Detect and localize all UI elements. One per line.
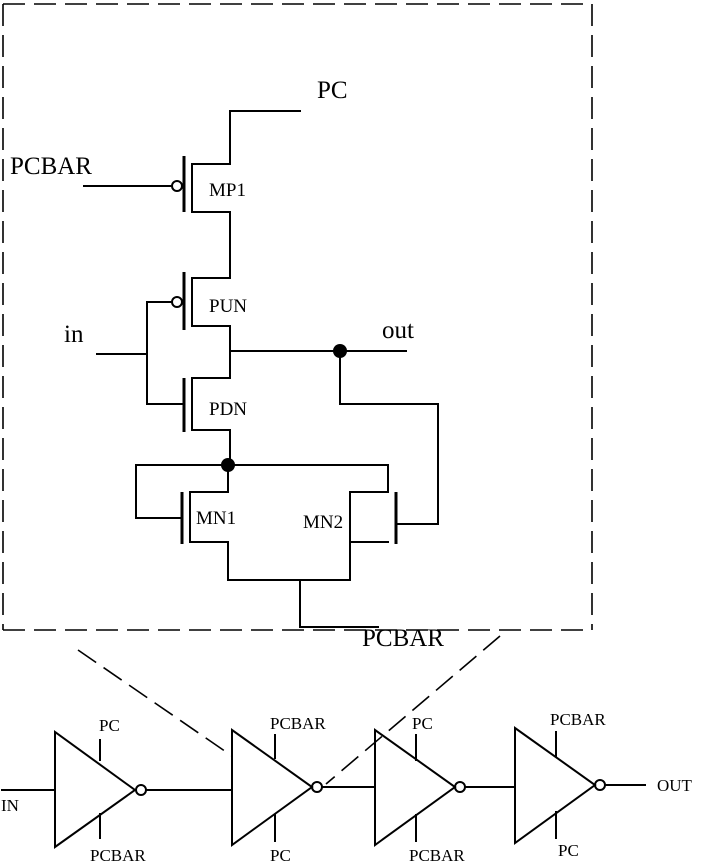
transistor-mn2: [349, 491, 398, 581]
label-mn1: MN1: [196, 508, 236, 529]
label-stage4-bottom: PC: [558, 841, 579, 860]
inverter-stage-4: [514, 726, 606, 845]
inverter-chain: [1, 726, 646, 849]
detail-box: [2, 3, 593, 785]
input-wiring: [96, 301, 185, 405]
label-stage4-top: PCBAR: [550, 710, 606, 729]
label-stage3-top: PC: [412, 714, 433, 733]
label-in: in: [64, 321, 84, 348]
label-chain-out: OUT: [657, 776, 693, 795]
pcbar-source-wiring: [227, 579, 379, 628]
label-mp1: MP1: [209, 180, 246, 201]
label-out: out: [382, 317, 414, 344]
label-chain-in: IN: [1, 796, 19, 815]
transistor-mp1: [83, 110, 301, 279]
label-stage2-bottom: PC: [270, 846, 291, 864]
label-stage2-top: PCBAR: [270, 714, 326, 733]
label-pcbar-gate: PCBAR: [10, 153, 92, 180]
inverter-stage-2: [231, 728, 323, 847]
label-pcbar-source: PCBAR: [362, 625, 444, 652]
label-stage1-top: PC: [99, 716, 120, 735]
label-pun: PUN: [209, 296, 247, 317]
label-stage3-bottom: PCBAR: [409, 846, 465, 864]
transistor-mn1: [180, 464, 229, 581]
label-stage1-bottom: PCBAR: [90, 846, 146, 864]
output-node: [229, 344, 439, 525]
label-pc: PC: [317, 77, 348, 104]
label-mn2: MN2: [303, 512, 343, 533]
transistor-pdn: [182, 377, 231, 466]
inverter-stage-1: [54, 730, 147, 849]
label-pdn: PDN: [209, 399, 247, 420]
transistor-pun: [146, 272, 231, 379]
keeper-network: [135, 458, 389, 519]
inverter-stage-3: [374, 728, 466, 847]
